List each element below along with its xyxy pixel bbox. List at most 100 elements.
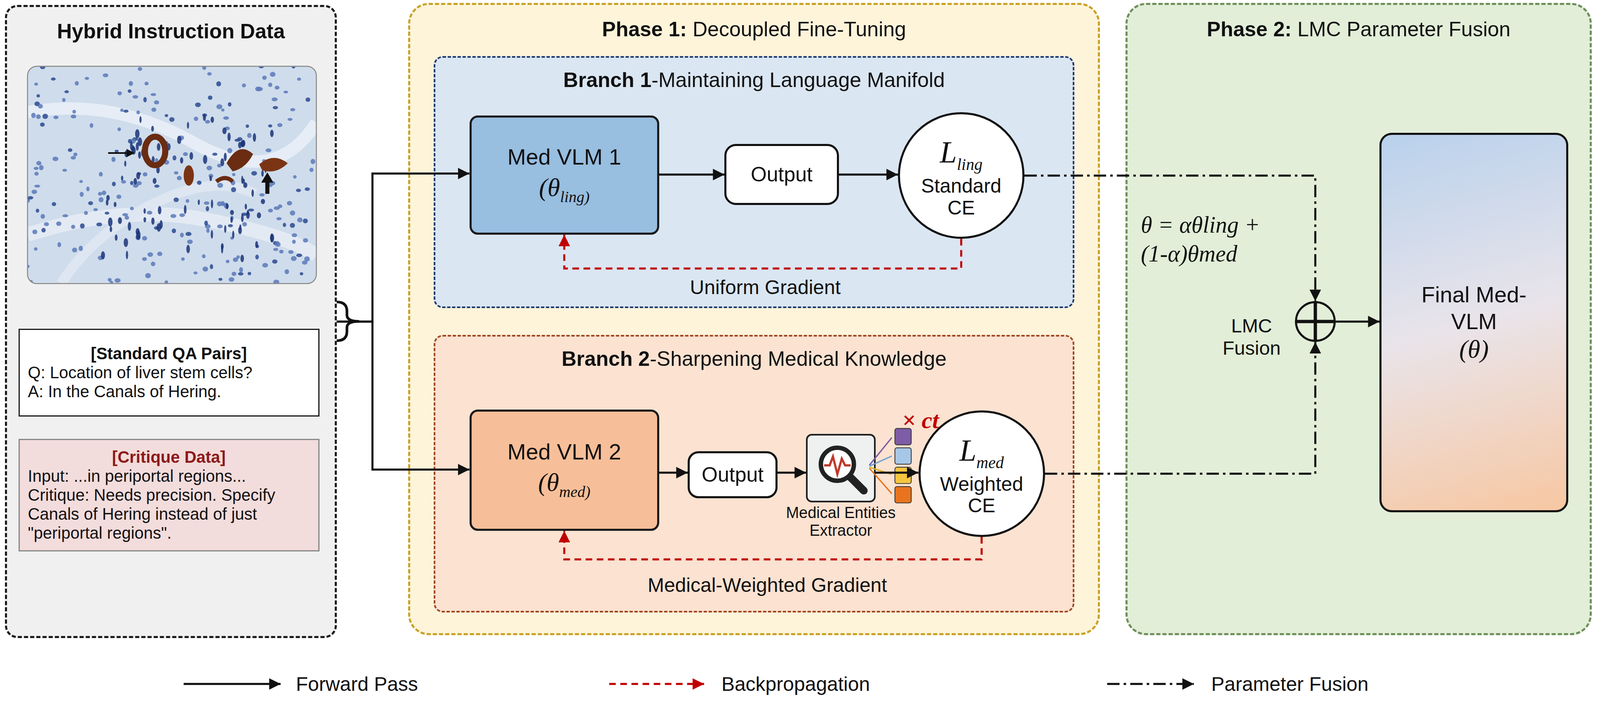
node-title: Med VLM 1 (507, 143, 622, 172)
cell-nucleus (144, 81, 149, 86)
cell-nucleus (27, 197, 31, 203)
cell-nucleus (193, 271, 198, 275)
cell-nucleus (93, 208, 98, 212)
cell-nucleus (51, 77, 56, 81)
cell-nucleus (251, 189, 254, 197)
cell-nucleus (143, 96, 147, 103)
node-title: Med VLM 2 (507, 437, 622, 466)
cell-nucleus (277, 204, 283, 209)
cell-nucleus (36, 160, 42, 166)
cell-nucleus (27, 264, 30, 268)
cell-nucleus (172, 155, 177, 161)
cell-nucleus (137, 137, 143, 146)
duct-stain (226, 149, 253, 172)
cell-nucleus (127, 138, 132, 144)
cell-nucleus (265, 148, 272, 153)
cell-nucleus (241, 83, 247, 87)
cell-nucleus (157, 143, 161, 151)
pointer-arrow (108, 152, 127, 154)
cell-nucleus (114, 234, 118, 241)
tissue-streak (27, 108, 317, 162)
cell-nucleus (210, 116, 214, 123)
cell-nucleus (86, 186, 90, 191)
cell-nucleus (147, 252, 153, 257)
cell-nucleus (297, 77, 302, 81)
cell-nucleus (186, 122, 189, 130)
cell-nucleus (129, 206, 134, 210)
node-text: Q: Location of liver stem cells? (28, 362, 311, 382)
cell-nucleus (222, 202, 229, 207)
cell-nucleus (62, 97, 66, 102)
cell-nucleus (157, 205, 162, 214)
cell-nucleus (159, 220, 163, 229)
cell-nucleus (64, 90, 69, 94)
cell-nucleus (166, 143, 171, 151)
cell-nucleus (232, 257, 239, 262)
entity-square (895, 447, 912, 465)
cell-nucleus (230, 209, 234, 215)
caption-holder: LMC Fusion (1210, 314, 1293, 360)
cell-nucleus (234, 152, 239, 162)
cell-nucleus (241, 213, 244, 222)
cell-nucleus (220, 200, 225, 206)
cell-nucleus (284, 269, 289, 275)
legend-samples (183, 683, 1194, 684)
node-text: -Maintaining Language Manifold (651, 68, 945, 92)
cell-nucleus (72, 247, 78, 253)
cell-nucleus (129, 141, 133, 151)
cell-nucleus (305, 97, 311, 102)
node-text: Decoupled Fine-Tuning (692, 17, 907, 42)
cell-nucleus (151, 125, 155, 132)
cell-nucleus (70, 155, 76, 160)
cell-nucleus (106, 195, 110, 201)
cell-nucleus (275, 240, 280, 245)
cell-nucleus (223, 203, 229, 209)
cell-nucleus (310, 158, 315, 165)
cell-nucleus (179, 213, 186, 217)
cell-nucleus (176, 175, 182, 181)
cell-nucleus (117, 91, 123, 96)
cell-nucleus (262, 159, 266, 163)
cell-nucleus (89, 122, 94, 128)
cell-nucleus (138, 151, 141, 159)
cell-nucleus (225, 259, 230, 264)
cell-nucleus (139, 116, 142, 123)
cell-nucleus (208, 173, 214, 178)
cell-nucleus (289, 210, 296, 216)
node-title: Branch 1 (563, 68, 652, 92)
cell-nucleus (237, 272, 244, 276)
cell-nucleus (145, 272, 151, 279)
cell-nucleus (128, 80, 133, 86)
model-box: Med VLM 1(θling) (469, 115, 660, 235)
cell-nucleus (130, 138, 137, 144)
cell-nucleus (173, 171, 179, 175)
cell-nucleus (56, 221, 62, 226)
cell-nucleus (230, 216, 233, 223)
title-row: Branch 2-Sharpening Medical Knowledge (435, 346, 1073, 371)
cell-nucleus (31, 112, 36, 118)
cell-nucleus (210, 230, 214, 239)
cell-nucleus (195, 102, 201, 107)
cell-nucleus (125, 250, 129, 259)
cell-nucleus (289, 223, 295, 228)
cell-nucleus (290, 108, 296, 112)
cell-nucleus (180, 257, 185, 261)
cell-nucleus (260, 198, 266, 205)
cell-nucleus (101, 190, 107, 196)
duct-stain (183, 165, 195, 186)
cell-nucleus (272, 259, 278, 264)
magnifier-handle (849, 476, 865, 491)
cell-nucleus (117, 127, 121, 132)
legend-sample (609, 682, 705, 685)
cell-nucleus (220, 242, 224, 250)
cell-nucleus (70, 224, 76, 229)
cell-nucleus (271, 161, 274, 169)
cell-nucleus (42, 113, 49, 120)
cell-nucleus (267, 208, 273, 213)
cell-nucleus (216, 104, 223, 110)
cell-nucleus (212, 152, 218, 156)
flow-arrow (875, 471, 919, 474)
node-text: (θ) (1459, 334, 1489, 364)
cell-nucleus (136, 110, 141, 115)
cell-nucleus (108, 217, 113, 227)
